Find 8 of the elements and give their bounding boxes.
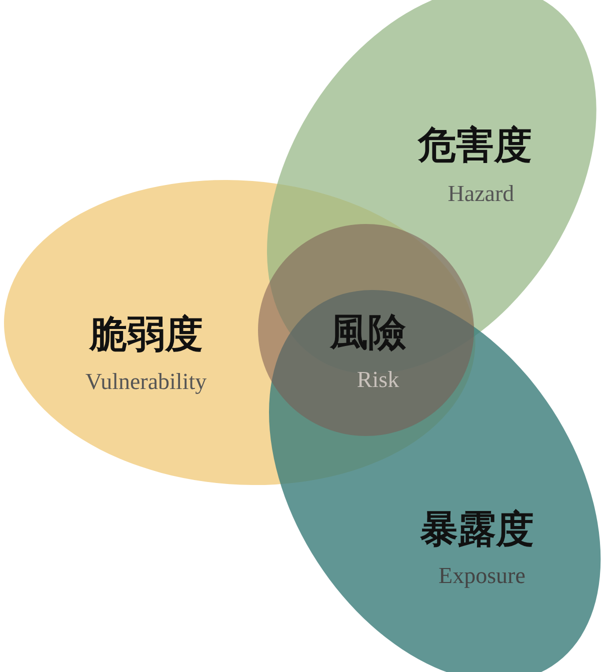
- subtitle-text: Hazard: [448, 182, 514, 205]
- subtitle-text: Risk: [356, 368, 400, 391]
- heading-text: 脆弱度: [88, 314, 203, 353]
- heading-text: 危害度: [418, 126, 532, 164]
- subtitle-text: Vulnerability: [85, 370, 207, 393]
- heading-text: 暴露度: [420, 510, 534, 548]
- subtitle-text: Exposure: [438, 564, 526, 587]
- heading-text: 風險: [330, 313, 406, 351]
